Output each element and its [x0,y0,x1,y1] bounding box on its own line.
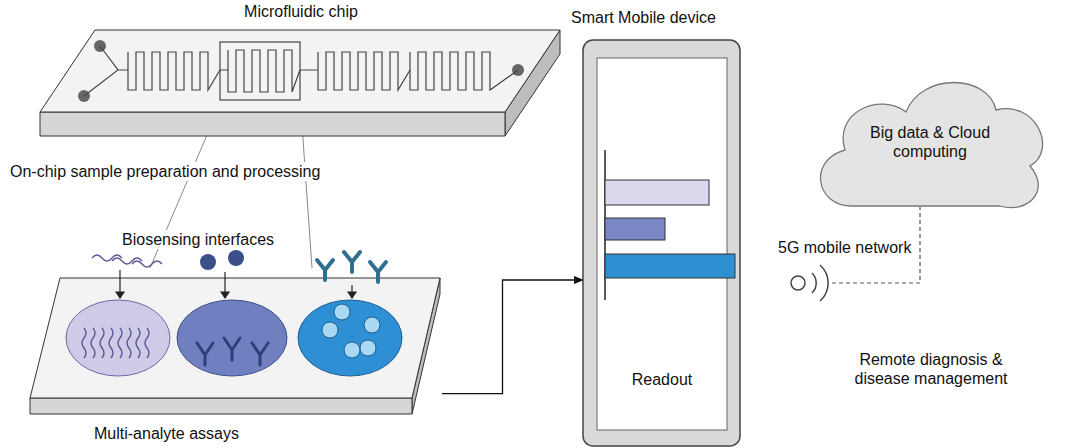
cell [334,304,350,320]
binding-arrows [116,270,356,298]
chip-caption: On-chip sample preparation and processin… [8,162,322,181]
chip-front [40,112,505,136]
cell [364,317,380,333]
cell [322,322,338,338]
bar [605,180,709,205]
phone-screen [597,58,727,430]
antigen [200,254,216,270]
slab-side [412,278,440,414]
assay-node: Biosensing interfacesMulti-analyte assay… [28,276,442,416]
flow-arrow [442,280,583,394]
inlet [78,90,90,102]
cell [360,340,376,356]
free-antibodies [317,252,386,282]
section-caption: Multi-analyte assays [94,424,239,443]
device-title: Smart Mobile device [571,8,716,27]
phone-frame [583,40,740,446]
probe-strands [82,255,162,358]
protein-spot [177,300,287,376]
bar [605,254,735,278]
bar [605,218,665,240]
chart-axis [604,150,606,300]
cell-spot [298,300,402,376]
detection-zone [220,42,300,100]
dna-spot [66,300,170,376]
cloud-node: Big data & Cloud computing [815,75,1047,211]
cloud-outline [821,83,1043,208]
slab-front [30,398,412,414]
chip-node: Microfluidic chipOn-chip sample preparat… [40,28,562,138]
chip-side [505,30,560,136]
slab-top [30,278,440,398]
antibodies [197,338,268,365]
inlet [94,40,106,52]
cloud-text: Big data & Cloud computing [865,123,995,161]
chip-top [40,30,560,112]
antenna-symbol [791,265,828,301]
section-title: Biosensing interfaces [120,230,276,249]
antigen [228,250,244,266]
readout-label: Readout [597,370,727,389]
cell [344,342,360,358]
chip-title: Microfluidic chip [40,2,562,21]
phone-node: Smart Mobile deviceReadout [583,40,740,446]
note-label: Remote diagnosis & disease management [845,350,1017,388]
outlet [512,64,524,76]
network-label: 5G mobile network [778,238,911,257]
channels [84,42,518,100]
